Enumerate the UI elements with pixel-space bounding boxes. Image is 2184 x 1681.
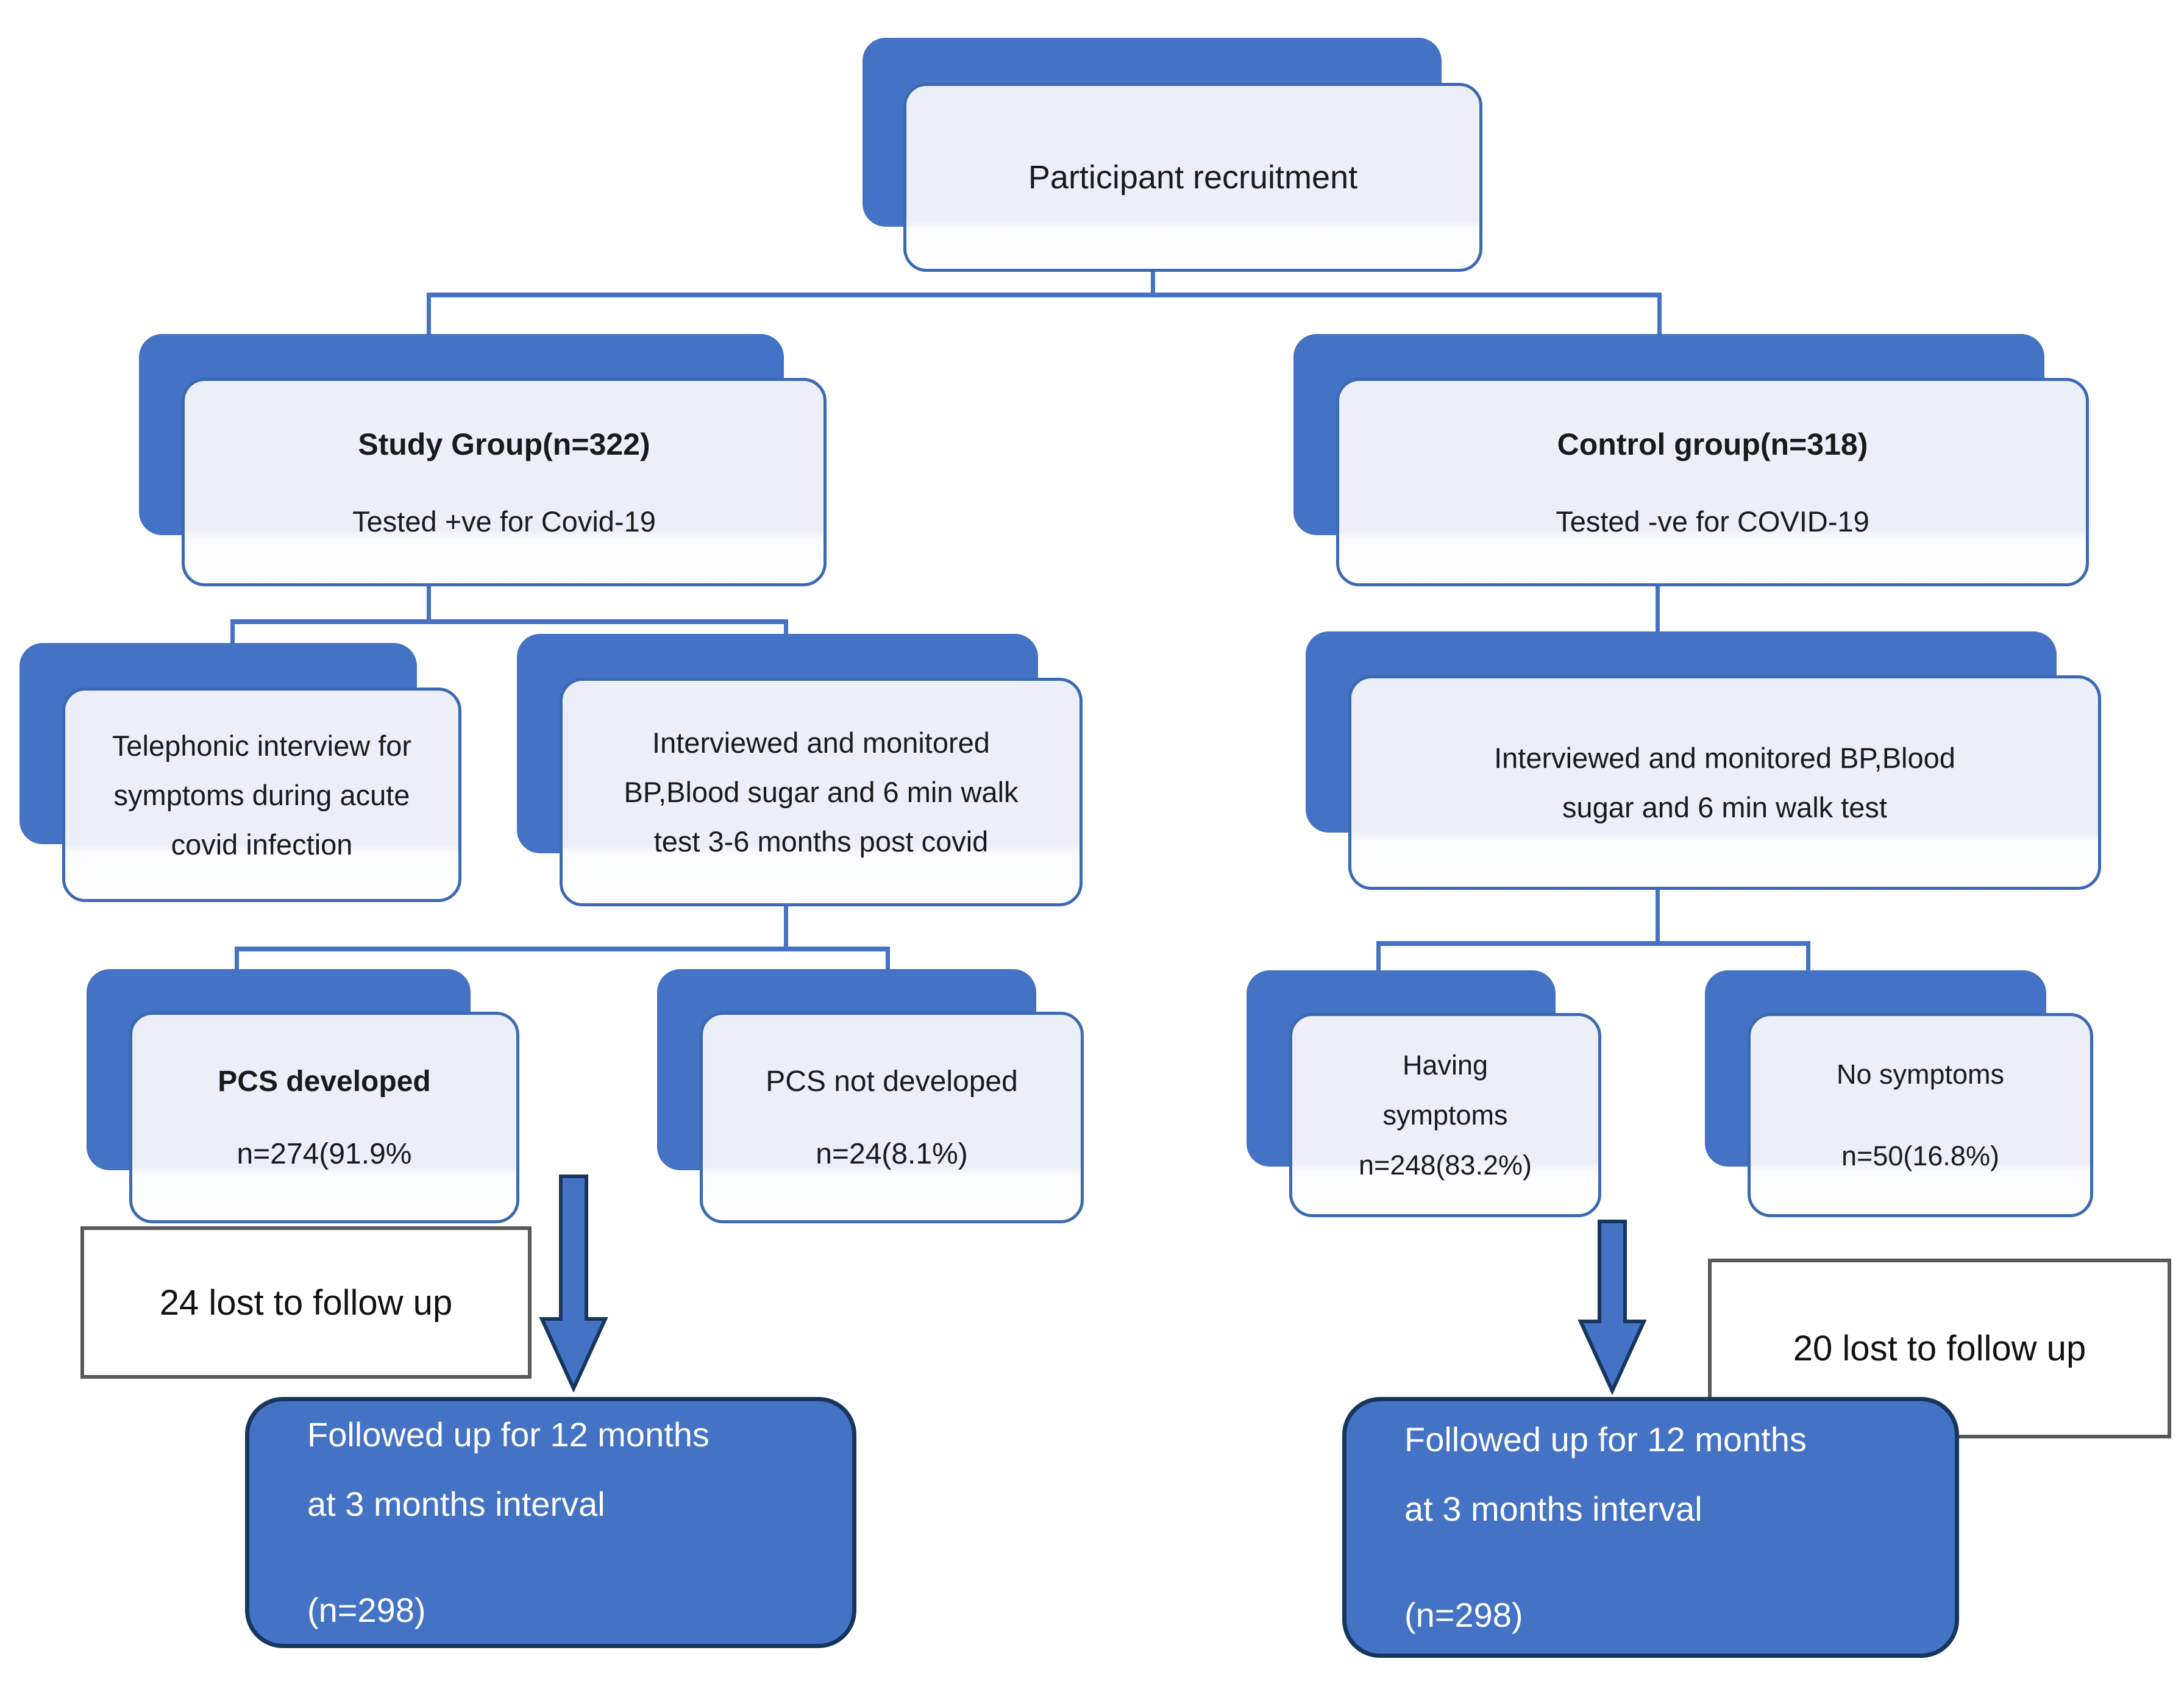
pcs-not-developed-value: n=24(8.1%) bbox=[816, 1137, 968, 1170]
monitored-control-line2: sugar and 6 min walk test bbox=[1562, 791, 1887, 823]
lost-study-text: 24 lost to follow up bbox=[159, 1282, 453, 1323]
connector-line bbox=[886, 947, 890, 976]
control-group-box: Control group(n=318) Tested -ve for COVI… bbox=[1336, 378, 2089, 586]
connector-line bbox=[784, 905, 788, 951]
pcs-developed-box: PCS developed n=274(91.9% bbox=[129, 1012, 519, 1223]
connector-line bbox=[1656, 887, 1660, 945]
lost-study-label: 24 lost to follow up bbox=[80, 1226, 532, 1379]
connector-line bbox=[230, 619, 788, 624]
telephonic-interview-line2: symptoms during acute bbox=[113, 778, 410, 811]
connector-line bbox=[1656, 585, 1660, 633]
followup-control-count: (n=298) bbox=[1404, 1596, 1523, 1634]
having-symptoms-line1: Having bbox=[1402, 1049, 1489, 1081]
control-group-title: Control group(n=318) bbox=[1557, 427, 1868, 461]
study-group-title: Study Group(n=322) bbox=[358, 427, 650, 461]
monitored-control-line1: Interviewed and monitored BP,Blood bbox=[1494, 742, 1955, 774]
pcs-not-developed-box: PCS not developed n=24(8.1%) bbox=[700, 1012, 1084, 1223]
connector-line bbox=[427, 293, 1662, 297]
connector-line bbox=[427, 585, 431, 623]
telephonic-interview-box: Telephonic interview for symptoms during… bbox=[62, 688, 461, 902]
followup-study-count: (n=298) bbox=[307, 1591, 426, 1629]
connector-line bbox=[1657, 293, 1662, 336]
monitored-study-line1: Interviewed and monitored bbox=[652, 727, 990, 759]
pcs-not-developed-title: PCS not developed bbox=[766, 1065, 1018, 1098]
down-arrow-icon bbox=[1578, 1220, 1647, 1395]
followup-control-line1: Followed up for 12 months bbox=[1404, 1420, 1807, 1459]
having-symptoms-line3: n=248(83.2%) bbox=[1359, 1149, 1532, 1181]
pcs-developed-title: PCS developed bbox=[218, 1065, 431, 1098]
pcs-developed-value: n=274(91.9% bbox=[237, 1137, 412, 1170]
lost-control-text: 20 lost to follow up bbox=[1793, 1329, 2086, 1368]
connector-line bbox=[427, 293, 431, 336]
connector-line bbox=[1806, 941, 1810, 974]
followup-control-box: Followed up for 12 months at 3 months in… bbox=[1342, 1397, 1959, 1658]
participant-recruitment-box: Participant recruitment bbox=[903, 83, 1482, 272]
followup-study-line2: at 3 months interval bbox=[307, 1485, 605, 1523]
no-symptoms-line1: No symptoms bbox=[1836, 1058, 2005, 1090]
connector-line bbox=[235, 947, 239, 976]
having-symptoms-box: Having symptoms n=248(83.2%) bbox=[1289, 1013, 1601, 1217]
monitored-study-box: Interviewed and monitored BP,Blood sugar… bbox=[560, 678, 1083, 906]
monitored-study-line2: BP,Blood sugar and 6 min walk bbox=[624, 776, 1019, 808]
connector-line bbox=[1376, 941, 1381, 974]
participant-recruitment-label: Participant recruitment bbox=[1028, 159, 1358, 196]
down-arrow-icon bbox=[539, 1175, 608, 1392]
followup-control-line2: at 3 months interval bbox=[1404, 1490, 1702, 1528]
monitored-control-box: Interviewed and monitored BP,Blood sugar… bbox=[1348, 675, 2101, 890]
control-group-subtitle: Tested -ve for COVID-19 bbox=[1556, 505, 1869, 538]
connector-line bbox=[235, 947, 890, 951]
followup-study-box: Followed up for 12 months at 3 months in… bbox=[245, 1397, 856, 1648]
telephonic-interview-line3: covid infection bbox=[171, 828, 353, 861]
connector-line bbox=[230, 619, 235, 651]
having-symptoms-line2: symptoms bbox=[1382, 1099, 1508, 1131]
connector-line bbox=[1376, 941, 1810, 946]
no-symptoms-box: No symptoms n=50(16.8%) bbox=[1748, 1013, 2093, 1217]
followup-study-line1: Followed up for 12 months bbox=[307, 1415, 710, 1454]
study-group-box: Study Group(n=322) Tested +ve for Covid-… bbox=[182, 378, 827, 586]
connector-line bbox=[1151, 271, 1155, 296]
no-symptoms-line2: n=50(16.8%) bbox=[1841, 1140, 1999, 1171]
telephonic-interview-line1: Telephonic interview for bbox=[112, 729, 412, 762]
study-group-subtitle: Tested +ve for Covid-19 bbox=[352, 505, 656, 538]
monitored-study-line3: test 3-6 months post covid bbox=[653, 825, 989, 858]
